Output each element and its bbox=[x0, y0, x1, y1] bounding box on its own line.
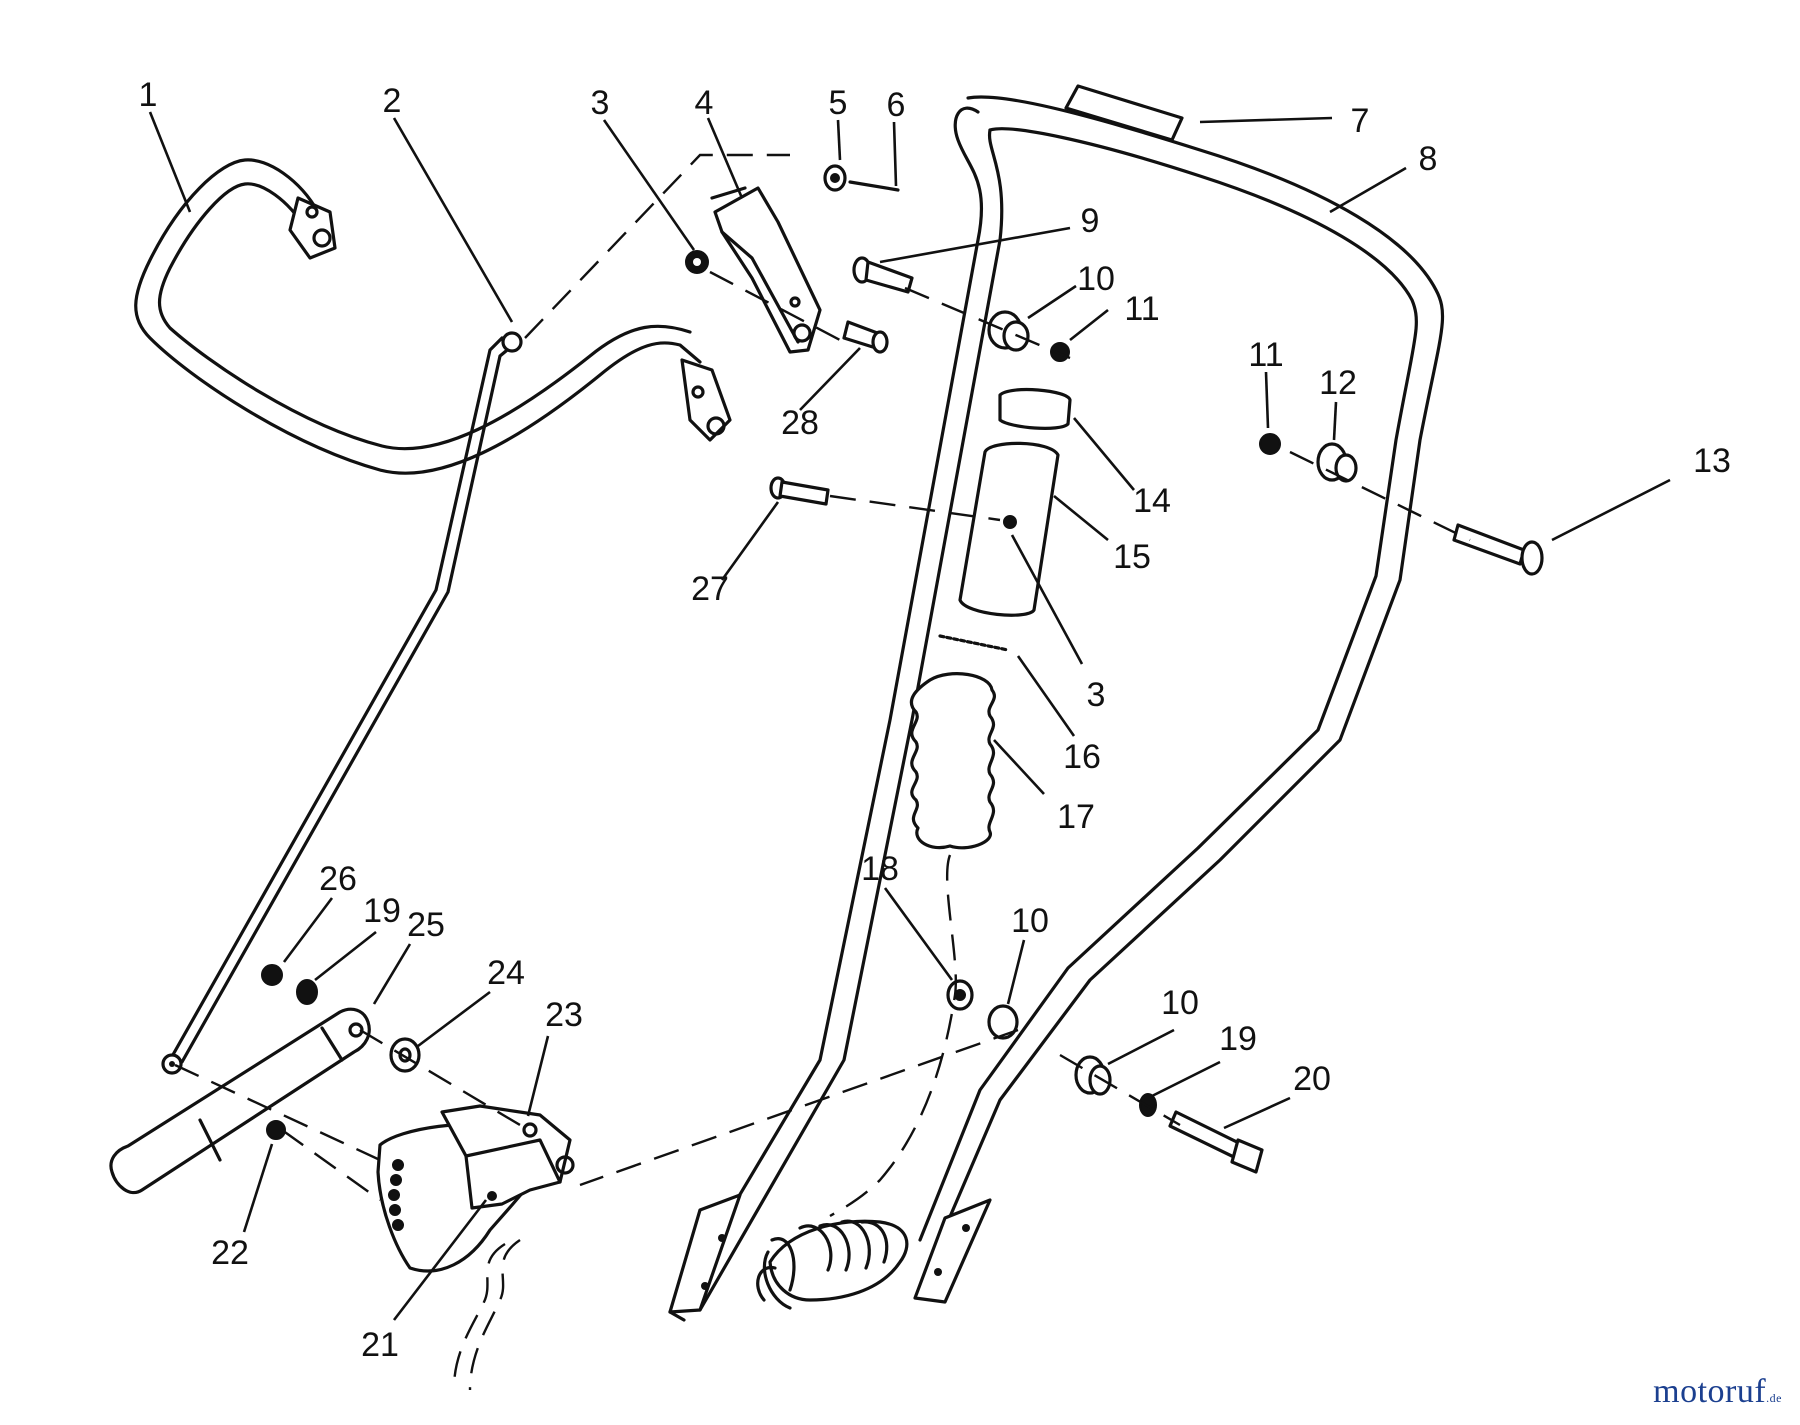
callout-3-upper: 3 bbox=[591, 84, 610, 122]
part-4-link-bracket bbox=[710, 186, 822, 354]
watermark-logo: motoruf.de bbox=[1653, 1373, 1782, 1411]
part-28-bolt bbox=[842, 320, 889, 354]
callout-3-lower: 3 bbox=[1087, 676, 1106, 714]
callout-22: 22 bbox=[211, 1234, 249, 1272]
callout-28: 28 bbox=[781, 404, 819, 442]
callout-21: 21 bbox=[361, 1326, 399, 1364]
part-9-carriage-bolt bbox=[852, 256, 914, 294]
part-8-main-handle bbox=[668, 95, 1445, 1322]
callout-labels: 1 2 3 4 5 6 7 8 9 10 11 11 12 13 14 15 3… bbox=[139, 76, 1731, 1364]
cable-stub-bottom bbox=[452, 1239, 521, 1391]
cable-end-spring bbox=[756, 1219, 909, 1310]
callout-19-left: 19 bbox=[363, 892, 401, 930]
callout-10-mid: 10 bbox=[1011, 902, 1049, 940]
part-10-spacer-lower bbox=[1074, 1055, 1112, 1096]
assembly-lines bbox=[174, 153, 1471, 1218]
callout-20: 20 bbox=[1293, 1060, 1331, 1098]
part-19-washer-left bbox=[296, 979, 318, 1005]
callout-13: 13 bbox=[1693, 442, 1731, 480]
part-10-spacer-upper bbox=[987, 310, 1030, 352]
callout-1: 1 bbox=[139, 76, 158, 114]
callout-10-upper: 10 bbox=[1077, 260, 1115, 298]
part-7-grip-pad bbox=[1064, 84, 1184, 142]
part-24-washer bbox=[389, 1037, 421, 1073]
part-20-bolt bbox=[1168, 1110, 1264, 1174]
callout-18: 18 bbox=[861, 850, 899, 888]
callout-9: 9 bbox=[1081, 202, 1100, 240]
callout-15: 15 bbox=[1113, 538, 1151, 576]
part-16-spring bbox=[938, 634, 1010, 652]
callout-11-right: 11 bbox=[1248, 336, 1283, 374]
part-12-bushing bbox=[1316, 442, 1358, 483]
part-13-bolt bbox=[1452, 523, 1544, 576]
callout-26: 26 bbox=[319, 860, 357, 898]
part-6-cotter-pin bbox=[848, 180, 900, 192]
leader-lines bbox=[148, 111, 1671, 1321]
part-18-washer bbox=[946, 979, 974, 1011]
part-14-ring bbox=[998, 387, 1072, 430]
part-1-control-bail bbox=[134, 158, 732, 475]
part-22-nut bbox=[266, 1120, 286, 1140]
part-27-bolt bbox=[769, 476, 830, 506]
callout-25: 25 bbox=[407, 906, 445, 944]
part-26-nut bbox=[261, 964, 283, 986]
part-10-spacer-mid bbox=[987, 1004, 1019, 1040]
callout-10-lower: 10 bbox=[1161, 984, 1199, 1022]
callout-5: 5 bbox=[829, 84, 848, 122]
callout-4: 4 bbox=[695, 84, 714, 122]
callout-24: 24 bbox=[487, 954, 525, 992]
callout-14: 14 bbox=[1133, 482, 1171, 520]
part-17-bellows-boot bbox=[909, 672, 996, 850]
callout-11-left: 11 bbox=[1124, 290, 1159, 328]
part-11-nut-right bbox=[1259, 433, 1281, 455]
watermark-suffix: .de bbox=[1766, 1391, 1782, 1405]
callout-27: 27 bbox=[691, 570, 729, 608]
callout-6: 6 bbox=[887, 86, 906, 124]
callout-19-right: 19 bbox=[1219, 1020, 1257, 1058]
part-5-washer bbox=[823, 164, 847, 192]
part-25-lever bbox=[109, 1007, 371, 1195]
part-15-tube bbox=[958, 441, 1060, 617]
callout-2: 2 bbox=[383, 82, 402, 120]
callout-17: 17 bbox=[1057, 798, 1095, 836]
callout-8: 8 bbox=[1419, 140, 1438, 178]
callout-7: 7 bbox=[1351, 102, 1370, 140]
part-23-mount-bracket bbox=[440, 1104, 575, 1210]
callout-23: 23 bbox=[545, 996, 583, 1034]
part-3-lock-nut-upper bbox=[685, 250, 709, 274]
part-2-control-rod bbox=[161, 331, 523, 1075]
watermark-brand: motoruf bbox=[1653, 1373, 1767, 1410]
callout-12: 12 bbox=[1319, 364, 1357, 402]
callout-16: 16 bbox=[1063, 738, 1101, 776]
